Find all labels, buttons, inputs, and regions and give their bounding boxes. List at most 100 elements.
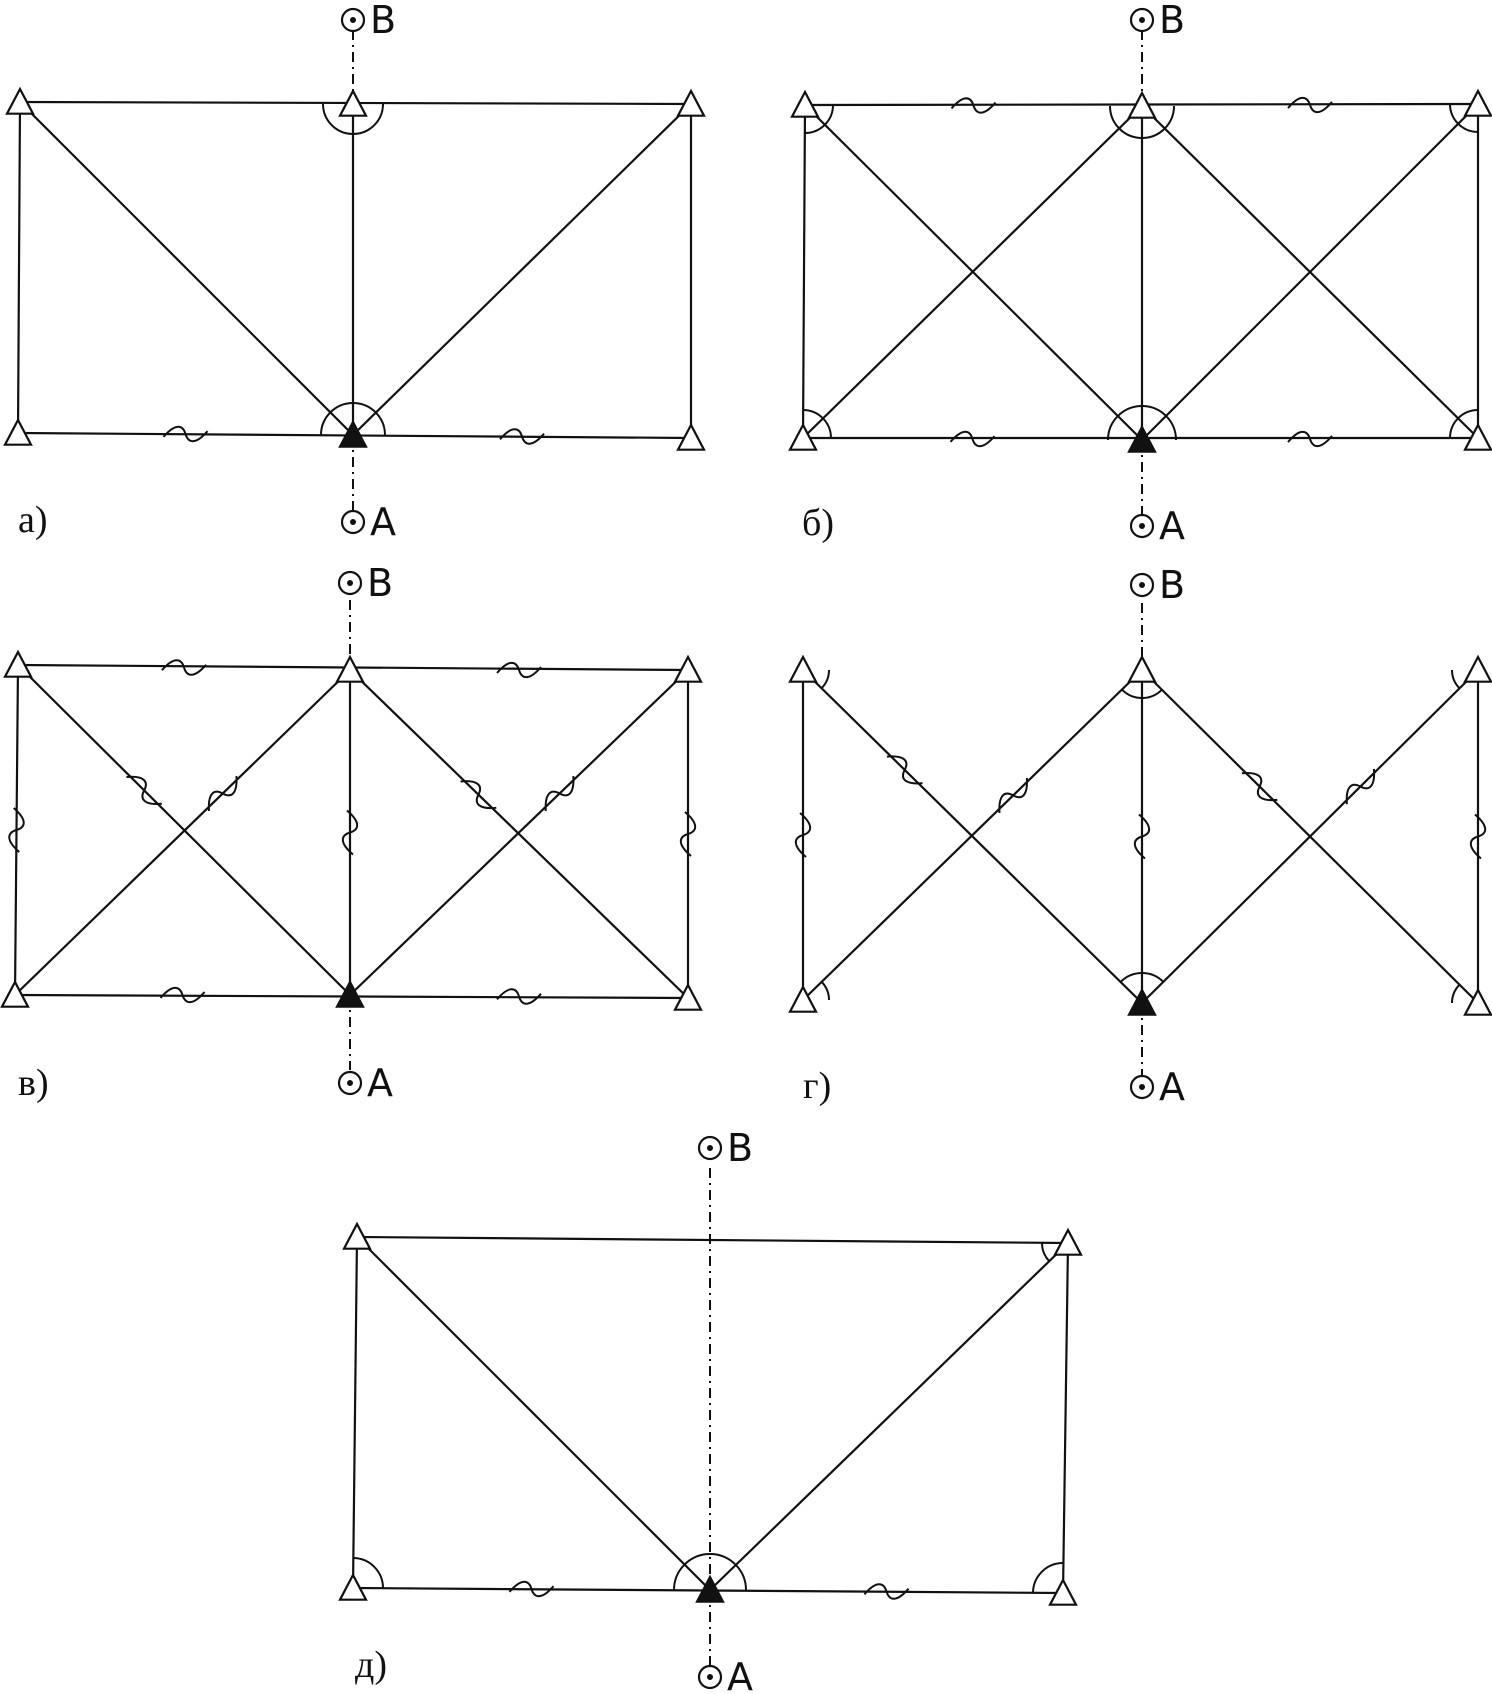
measured-side-mark (1345, 768, 1376, 805)
wave-icon (1287, 430, 1333, 448)
measured-side-mark (1241, 771, 1278, 802)
target-point-label: A (1159, 1065, 1185, 1109)
base-station-icon (1127, 424, 1157, 453)
measured-side-mark (950, 97, 997, 114)
measured-angle-arc (1449, 103, 1479, 133)
station-icon (5, 86, 35, 115)
target-center-dot (1139, 523, 1145, 529)
measured-side-mark (207, 775, 238, 812)
target-center-dot (347, 1080, 353, 1086)
measured-side-mark (126, 775, 162, 806)
base-station-icon (335, 979, 365, 1008)
wave-icon (886, 755, 923, 785)
panel-label: г) (803, 1065, 831, 1107)
wave-icon (998, 777, 1028, 813)
station-icon (3, 649, 33, 678)
measured-angle-arc (804, 104, 834, 134)
measured-side-mark (460, 780, 497, 810)
network-side (1141, 669, 1479, 1004)
network-side (802, 669, 1143, 1001)
wave-icon (499, 428, 545, 445)
panel-label: б) (802, 502, 834, 544)
target-point-label: B (727, 1126, 753, 1170)
station-icon (1048, 1577, 1078, 1606)
station-icon (676, 88, 706, 117)
measured-side-mark (8, 807, 25, 853)
wave-icon (1345, 768, 1376, 805)
wave-icon (1469, 813, 1487, 860)
measured-side-mark (1287, 430, 1333, 448)
measured-angle-arc (802, 409, 832, 439)
measured-angle-arc (820, 669, 830, 690)
measured-side-mark (499, 428, 545, 445)
measured-side-mark (1287, 96, 1333, 114)
measured-side-mark (886, 755, 923, 785)
wave-icon (508, 1580, 555, 1598)
measured-side-mark (863, 1583, 910, 1600)
target-point-label: B (367, 561, 393, 605)
station-icon (338, 88, 368, 117)
target-point-label: B (1159, 0, 1185, 42)
measured-angle-arc (820, 980, 830, 1001)
station-icon (788, 422, 818, 451)
measured-angle-arc (1107, 405, 1177, 441)
measured-side-mark (159, 986, 206, 1004)
target-point-label: B (1159, 563, 1185, 607)
target-center-dot (707, 1145, 713, 1151)
panel-a: BAа) (3, 0, 706, 544)
network-side (801, 104, 807, 439)
wave-icon (126, 775, 162, 806)
station-icon (335, 654, 365, 683)
station-icon (0, 979, 30, 1008)
station-icon (3, 417, 33, 446)
wave-icon (1133, 813, 1151, 860)
panel-v: B Aв) (0, 561, 703, 1105)
network-side (709, 1242, 1069, 1591)
measured-side-mark (949, 430, 996, 448)
measured-side-mark (1133, 813, 1151, 860)
wave-icon (161, 659, 207, 676)
measured-angle-arc (1449, 409, 1479, 439)
measured-angle-arc (673, 1553, 747, 1591)
wave-icon (544, 776, 575, 811)
measured-angle-arc (320, 402, 386, 436)
network-side (349, 669, 689, 996)
measured-angle-arc (1451, 983, 1461, 1004)
panel-g: B Aг) (788, 563, 1492, 1109)
panel-label: а) (18, 499, 48, 541)
panel-b: B Aб) (788, 0, 1492, 548)
target-point-label: A (1159, 504, 1185, 548)
panel-label: д) (355, 1644, 387, 1686)
target-point-label: B (370, 0, 396, 42)
target-center-dot (347, 580, 353, 586)
network-side (802, 105, 1143, 439)
measured-angle-arc (1041, 1242, 1051, 1263)
wave-icon (460, 780, 497, 810)
station-icon (1463, 654, 1492, 683)
station-icon (342, 1221, 372, 1250)
wave-icon (159, 986, 206, 1004)
wave-icon (341, 809, 359, 856)
station-icon (673, 982, 703, 1011)
network-side (352, 103, 692, 436)
panel-label: в) (18, 1062, 49, 1104)
panel-d: B Aд) (338, 1126, 1083, 1694)
wave-icon (950, 97, 997, 114)
network-side (14, 669, 351, 996)
network-side (1061, 1242, 1070, 1594)
target-point-label: A (727, 1655, 753, 1694)
measured-side-mark (679, 811, 697, 857)
measured-angle-arc (1121, 689, 1163, 699)
wave-icon (679, 811, 697, 857)
target-point-label: A (367, 1061, 393, 1105)
station-icon (673, 654, 703, 683)
network-side (356, 1236, 711, 1591)
wave-icon (949, 430, 996, 448)
target-center-dot (1139, 17, 1145, 23)
station-icon (1463, 422, 1492, 451)
base-station-icon (1127, 987, 1157, 1016)
measured-angle-arc (1032, 1562, 1064, 1594)
measured-side-mark (496, 988, 542, 1005)
station-icon (1127, 90, 1157, 119)
